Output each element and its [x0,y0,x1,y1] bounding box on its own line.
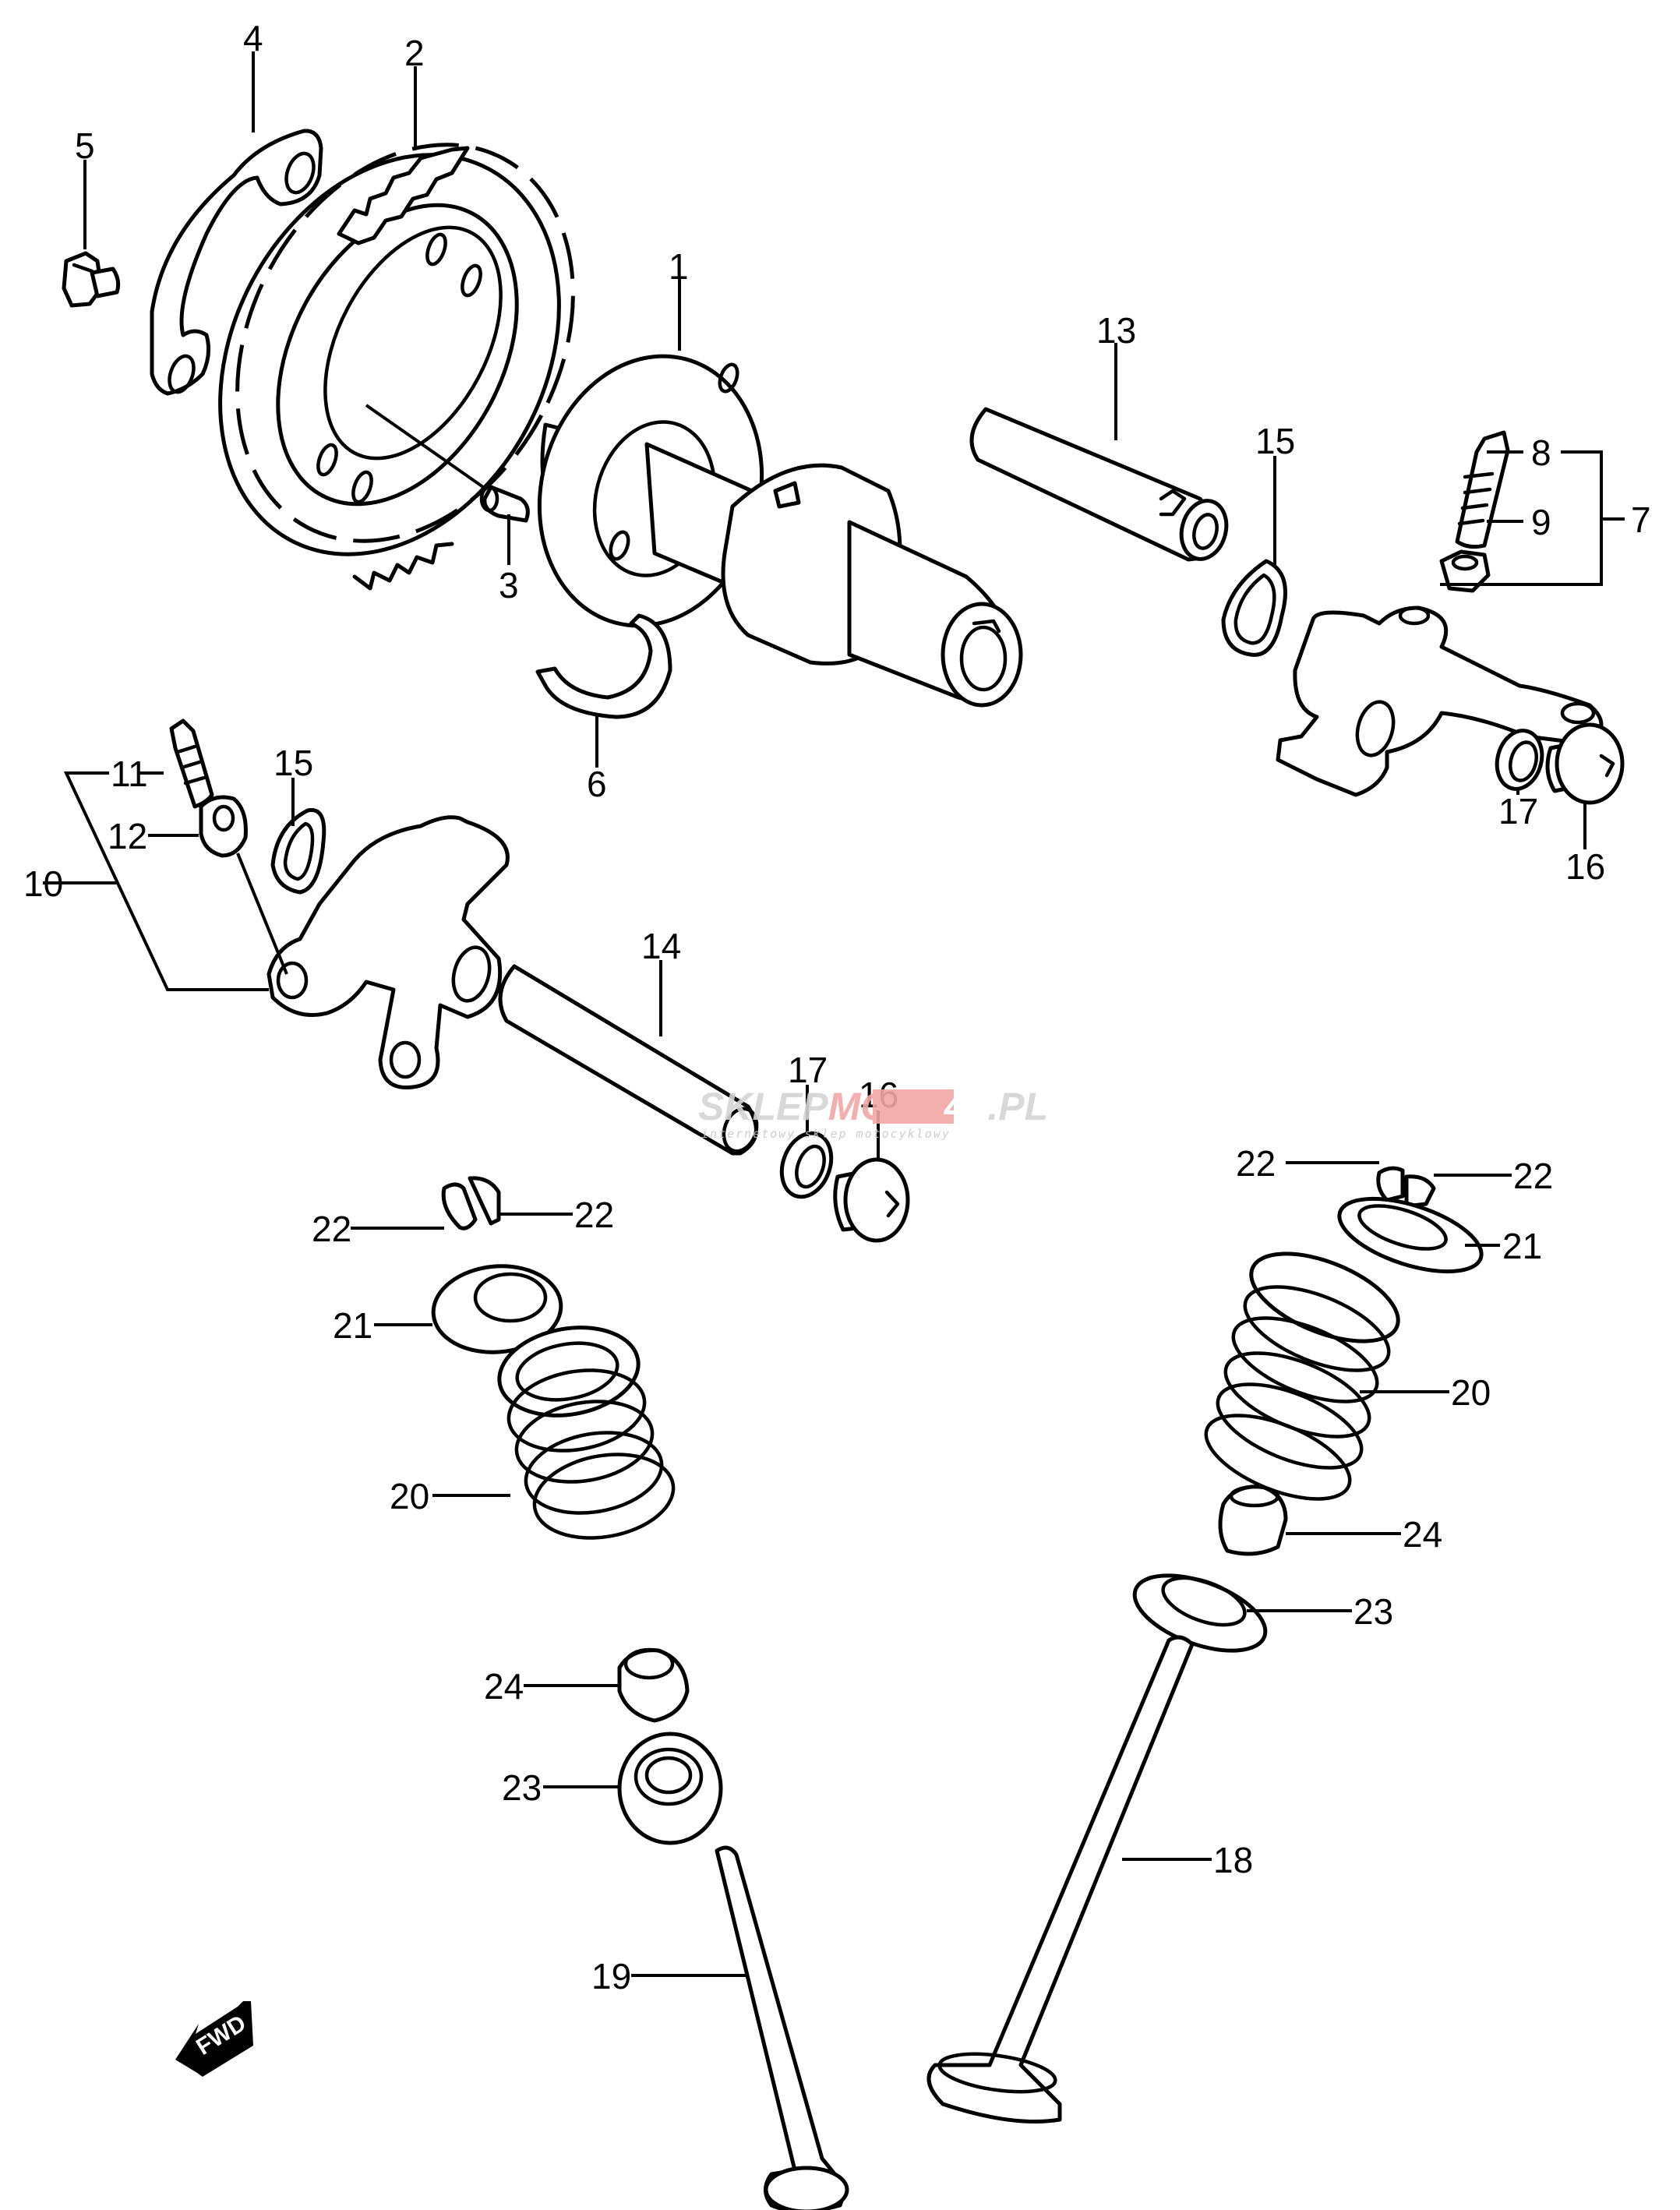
callout-11: 11 [111,754,148,794]
part-12-nut [199,795,248,858]
callout-8: 8 [1531,432,1551,473]
part-17-washer-mid [779,1131,834,1199]
part-9-nut [1439,549,1491,593]
part-15-o-ring-top [1221,559,1287,657]
part-17-washer-right [1495,729,1544,791]
callout-21-right: 21 [1502,1226,1542,1266]
callout-6: 6 [587,764,607,804]
leader-lines [43,51,1625,1977]
callout-24-left: 24 [484,1666,524,1707]
callout-labels: 1 2 3 4 5 6 7 8 9 10 11 12 13 14 15 15 1… [23,18,1651,1996]
part-21-retainer-left [431,1264,563,1354]
callout-16-right: 16 [1565,846,1605,887]
callout-21-left: 21 [333,1305,372,1346]
watermark: SKLEPMOTO46.PL internetowy sklep motocyk… [698,1085,1048,1141]
part-5-bolt [62,251,121,308]
callout-7: 7 [1631,500,1651,540]
callout-14: 14 [641,926,681,966]
callout-17-mid: 17 [788,1050,828,1090]
callout-2: 2 [404,33,425,73]
callout-24-right: 24 [1403,1514,1442,1555]
callout-20-left: 20 [390,1476,429,1516]
part-20-spring-left [497,1326,676,1540]
callout-22-right-a: 22 [1236,1143,1276,1184]
watermark-brand: SKLEPMOTO46.PL [698,1085,1048,1128]
part-6-half-ring [535,613,672,719]
part-16-plug-bolt-right [1545,722,1625,805]
callout-20-right: 20 [1451,1372,1491,1413]
callout-3: 3 [499,565,519,605]
part-1-camshaft [537,354,1023,708]
part-13-rocker-shaft [969,407,1229,562]
part-15-o-ring-left [270,808,326,895]
callout-15-left: 15 [274,743,313,783]
callout-17-right: 17 [1498,791,1538,831]
callout-18: 18 [1213,1840,1253,1880]
part-8-adjuster-screw [1455,430,1510,549]
callout-22-right-b: 22 [1513,1156,1553,1196]
callout-13: 13 [1096,310,1136,351]
fwd-arrow-icon: FWD [175,2001,253,2077]
callout-23-right: 23 [1354,1591,1393,1632]
watermark-number-bg [873,1089,954,1124]
part-24-seal-left [617,1647,690,1723]
part-23-seat-right [1132,1573,1268,1653]
callout-15-top: 15 [1255,421,1295,461]
callout-19: 19 [591,1956,631,1996]
part-21-retainer-right [1337,1196,1484,1274]
part-23-seat-left [617,1732,723,1845]
callout-23-left: 23 [502,1767,542,1808]
callout-22-left-a: 22 [312,1209,351,1249]
part-20-spring-right [1204,1252,1400,1501]
callout-9: 9 [1531,502,1551,542]
callout-10: 10 [23,863,63,904]
part-18-valve-right [926,1635,1195,2124]
watermark-tagline: internetowy sklep motocyklowy [701,1127,951,1141]
part-14-rocker-shaft [498,964,759,1156]
part-11-adjuster-screw [169,718,214,809]
part-22-cotters-left [441,1176,501,1230]
callout-22-left-b: 22 [574,1195,614,1235]
part-16-plug-bolt-mid [833,1157,910,1243]
part-2-gear [218,143,575,591]
part-3-pin [365,404,530,523]
part-24-seal-right [1218,1485,1288,1556]
part-4-retainer-plate [150,129,323,396]
callout-1: 1 [669,246,689,287]
callout-4: 4 [243,18,263,58]
callout-5: 5 [75,125,95,166]
part-19-valve-left [715,1845,849,2210]
callout-12: 12 [108,816,147,856]
part-10-rocker-arm [236,815,510,1090]
part-22-cotters-right [1376,1166,1436,1209]
